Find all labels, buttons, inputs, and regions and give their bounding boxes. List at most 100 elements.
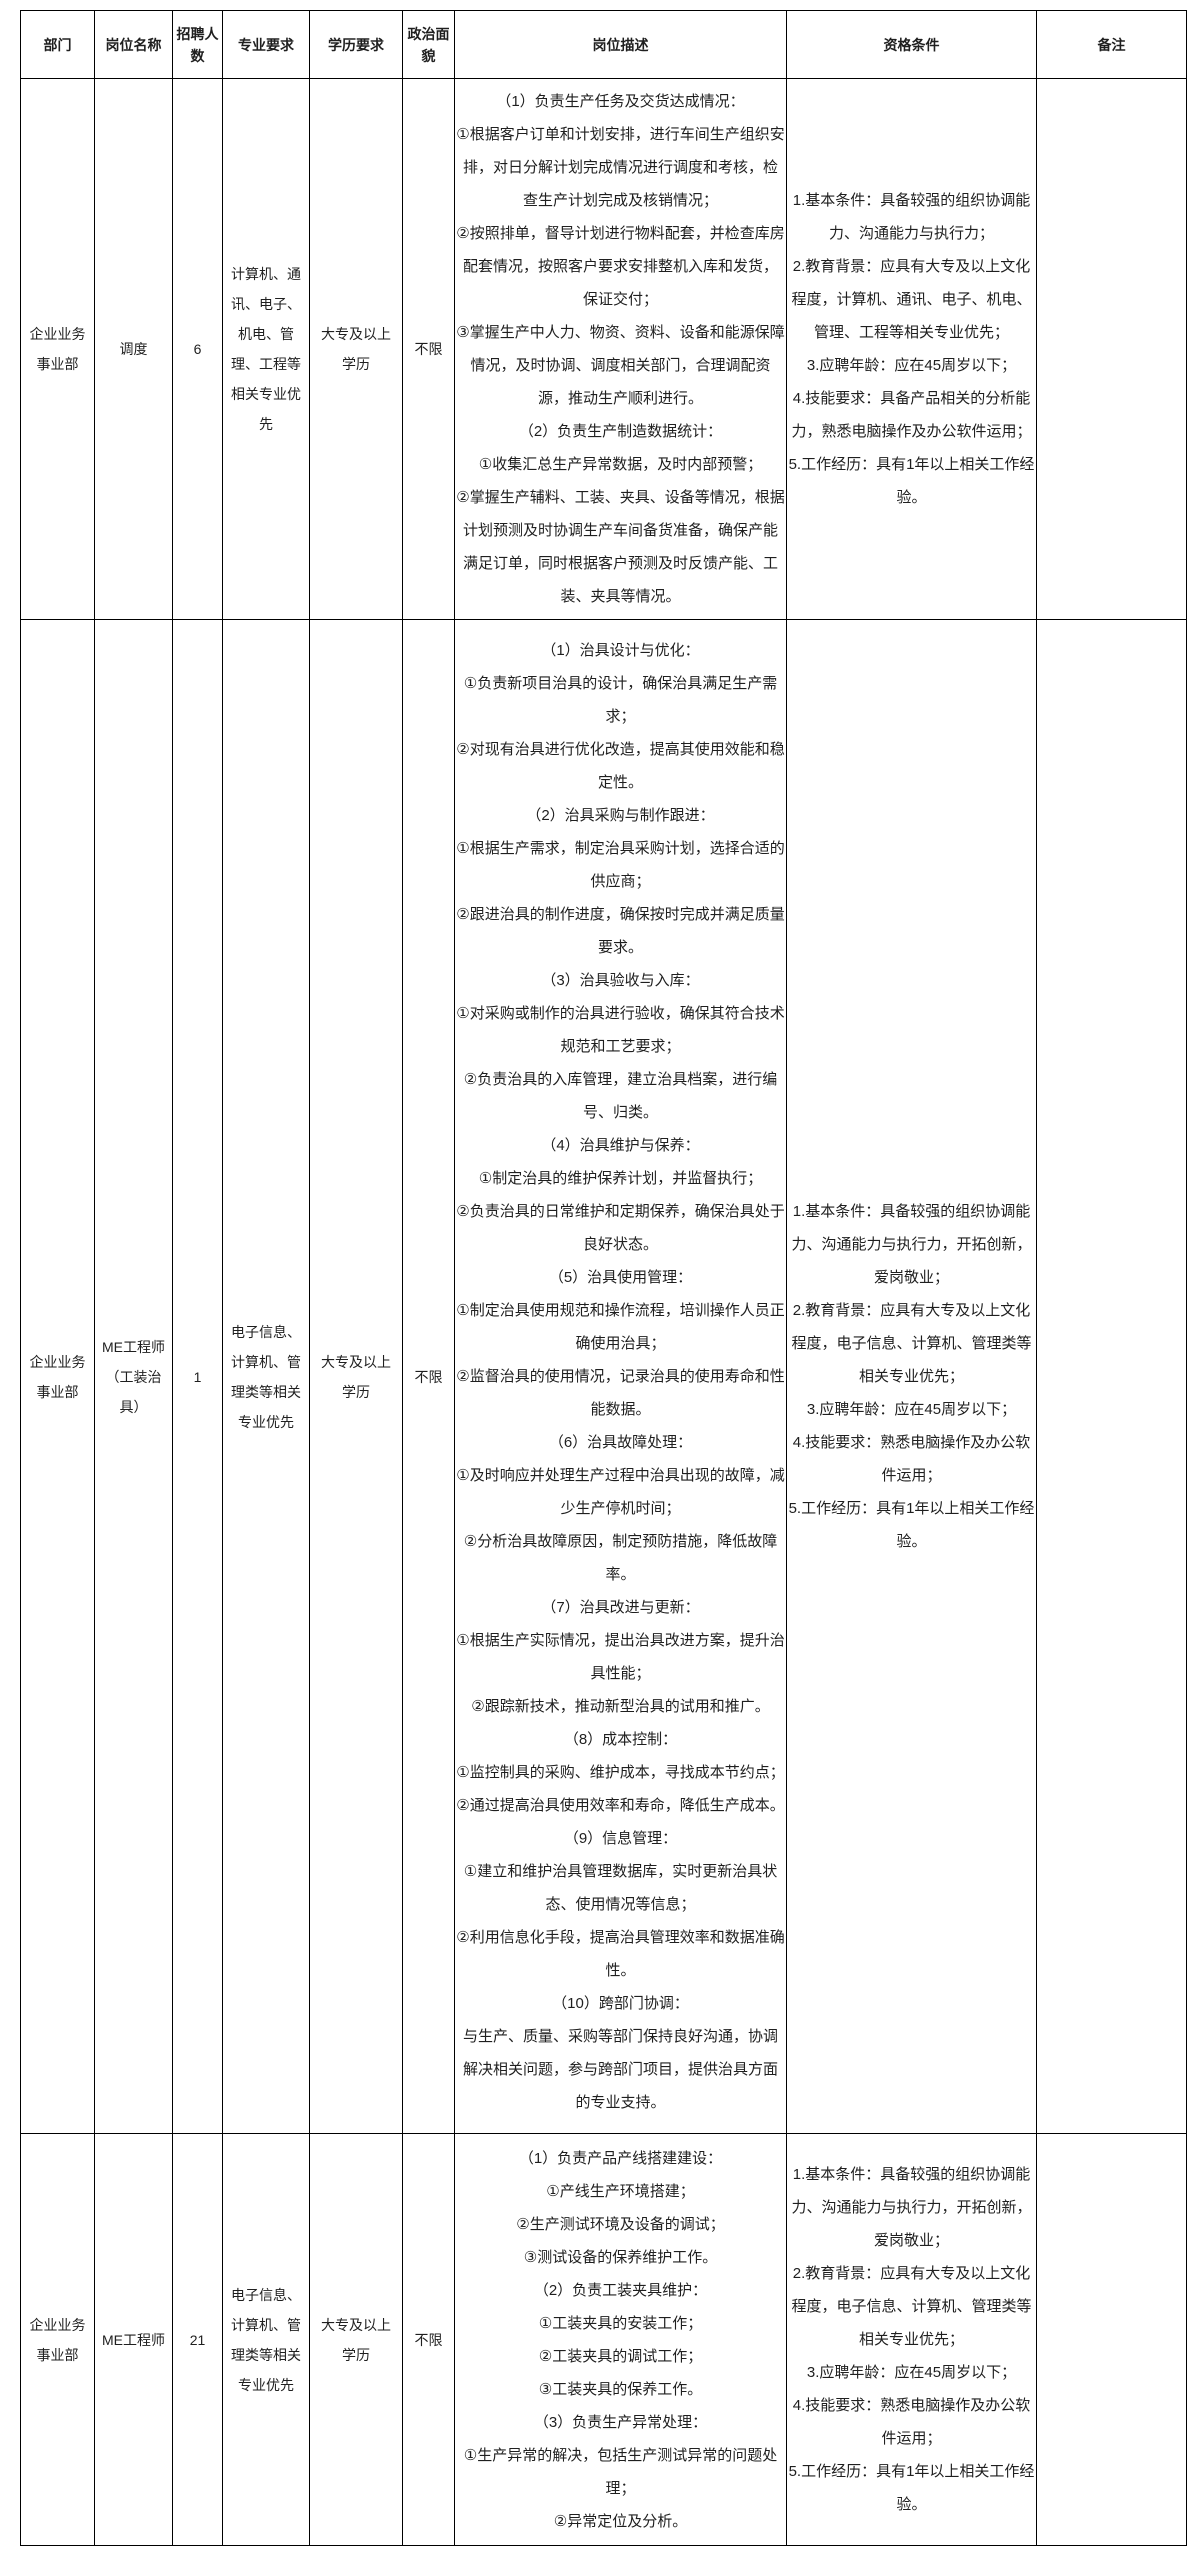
paragraph: 3.应聘年龄：应在45周岁以下； <box>806 1401 1017 1418</box>
paragraph: （8）成本控制： <box>563 1731 678 1748</box>
paragraph: ②监督治具的使用情况，记录治具的使用寿命和性能数据。 <box>456 1368 785 1418</box>
position-cell: ME工程师（工装治具） <box>94 619 173 2134</box>
paragraph: ②跟进治具的制作进度，确保按时完成并满足质量要求。 <box>456 906 785 956</box>
col-header-political-status: 政治面貌 <box>402 10 455 79</box>
paragraph: ②分析治具故障原因，制定预防措施，降低故障率。 <box>463 1533 778 1583</box>
remark-cell <box>1036 2133 1187 2546</box>
table-row-scheduler: 企业业务事业部 调度 6 计算机、通讯、电子、机电、管理、工程等相关专业优先 大… <box>20 78 1187 620</box>
col-header-position: 岗位名称 <box>94 10 173 79</box>
paragraph: ①根据客户订单和计划安排，进行车间生产组织安排，对日分解计划完成情况进行调度和考… <box>456 126 785 209</box>
paragraph: ①及时响应并处理生产过程中治具出现的故障，减少生产停机时间； <box>456 1467 785 1517</box>
paragraph: （10）跨部门协调： <box>552 1995 689 2012</box>
qualifications-cell: 1.基本条件：具备较强的组织协调能力、沟通能力与执行力，开拓创新，爱岗敬业； 2.… <box>786 619 1037 2134</box>
paragraph: 3.应聘年龄：应在45周岁以下； <box>806 2364 1017 2381</box>
paragraph: ②通过提高治具使用效率和寿命，降低生产成本。 <box>456 1797 785 1814</box>
major-cell: 电子信息、计算机、管理类等相关专业优先 <box>222 619 310 2134</box>
paragraph: ①监控制具的采购、维护成本，寻找成本节约点； <box>456 1764 785 1781</box>
paragraph: ②对现有治具进行优化改造，提高其使用效能和稳定性。 <box>456 741 785 791</box>
paragraph: （1）负责产品产线搭建建设： <box>518 2149 723 2167</box>
paragraph: ①根据生产需求，制定治具采购计划，选择合适的供应商； <box>456 840 785 890</box>
political-status-cell: 不限 <box>402 619 455 2134</box>
paragraph: ②利用信息化手段，提高治具管理效率和数据准确性。 <box>456 1929 785 1979</box>
paragraph: （3）负责生产异常处理： <box>533 2413 708 2431</box>
paragraph: 4.技能要求：熟悉电脑操作及办公软件运用； <box>792 2397 1031 2447</box>
headcount-cell: 1 <box>172 619 223 2134</box>
paragraph: ①收集汇总生产异常数据，及时内部预警； <box>478 456 763 473</box>
paragraph: 1.基本条件：具备较强的组织协调能力、沟通能力与执行力； <box>792 192 1031 242</box>
col-header-job-description: 岗位描述 <box>454 10 787 79</box>
paragraph: ③掌握生产中人力、物资、资料、设备和能源保障情况，及时协调、调度相关部门，合理调… <box>456 324 785 407</box>
col-header-department: 部门 <box>20 10 95 79</box>
table-row-me-engineer: 企业业务事业部 ME工程师 21 电子信息、计算机、管理类等相关专业优先 大专及… <box>20 2133 1187 2546</box>
department-cell: 企业业务事业部 <box>20 78 95 620</box>
col-header-headcount: 招聘人数 <box>172 10 223 79</box>
paragraph: ②异常定位及分析。 <box>553 2512 688 2530</box>
paragraph: 4.技能要求：具备产品相关的分析能力，熟悉电脑操作及办公软件运用； <box>791 390 1032 440</box>
department-cell: 企业业务事业部 <box>20 2133 95 2546</box>
paragraph: ①生产异常的解决，包括生产测试异常的问题处理； <box>463 2446 778 2497</box>
paragraph: （5）治具使用管理： <box>548 1269 693 1286</box>
paragraph: 与生产、质量、采购等部门保持良好沟通，协调解决相关问题，参与跨部门项目，提供治具… <box>462 2028 778 2111</box>
department-cell: 企业业务事业部 <box>20 619 95 2134</box>
paragraph: ①根据生产实际情况，提出治具改进方案，提升治具性能； <box>456 1632 785 1682</box>
paragraph: 1.基本条件：具备较强的组织协调能力、沟通能力与执行力，开拓创新，爱岗敬业； <box>791 2166 1032 2249</box>
table-row-me-engineer-fixture: 企业业务事业部 ME工程师（工装治具） 1 电子信息、计算机、管理类等相关专业优… <box>20 619 1187 2134</box>
paragraph: 5.工作经历：具有1年以上相关工作经验。 <box>788 2463 1035 2513</box>
paragraph: （4）治具维护与保养： <box>541 1137 700 1154</box>
paragraph: 2.教育背景：应具有大专及以上文化程度，电子信息、计算机、管理类等相关专业优先； <box>791 1302 1032 1385</box>
paragraph: ①产线生产环境搭建； <box>546 2182 695 2200</box>
headcount-cell: 21 <box>172 2133 223 2546</box>
paragraph: 2.教育背景：应具有大专及以上文化程度，电子信息、计算机、管理类等相关专业优先； <box>791 2265 1032 2348</box>
col-header-major: 专业要求 <box>222 10 310 79</box>
paragraph: ②工装夹具的调试工作； <box>538 2347 703 2365</box>
education-cell: 大专及以上学历 <box>309 78 403 620</box>
paragraph: ③工装夹具的保养工作。 <box>538 2380 703 2398</box>
paragraph: 1.基本条件：具备较强的组织协调能力、沟通能力与执行力，开拓创新，爱岗敬业； <box>791 1203 1032 1286</box>
political-status-cell: 不限 <box>402 2133 455 2546</box>
header-row: 部门 岗位名称 招聘人数 专业要求 学历要求 政治面貌 岗位描述 资格条件 备注 <box>20 10 1187 79</box>
job-description-cell: （1）负责产品产线搭建建设： ①产线生产环境搭建； ②生产测试环境及设备的调试； ③测… <box>454 2133 787 2546</box>
political-status-cell: 不限 <box>402 78 455 620</box>
job-description-cell: （1）治具设计与优化：①负责新项目治具的设计，确保治具满足生产需求；②对现有治具… <box>454 619 787 2134</box>
paragraph: ①制定治具使用规范和操作流程，培训操作人员正确使用治具； <box>456 1302 785 1352</box>
col-header-remark: 备注 <box>1036 10 1187 79</box>
paragraph: ②掌握生产辅料、工装、夹具、设备等情况，根据计划预测及时协调生产车间备货准备，确… <box>456 489 785 605</box>
recruitment-table: 部门 岗位名称 招聘人数 专业要求 学历要求 政治面貌 岗位描述 资格条件 备注… <box>20 10 1187 2546</box>
education-cell: 大专及以上学历 <box>309 2133 403 2546</box>
paragraph: （1）治具设计与优化： <box>541 642 700 659</box>
paragraph: ②负责治具的日常维护和定期保养，确保治具处于良好状态。 <box>456 1203 785 1253</box>
paragraph: ②负责治具的入库管理，建立治具档案，进行编号、归类。 <box>463 1071 778 1121</box>
paragraph: （3）治具验收与入库： <box>541 972 700 989</box>
col-header-education: 学历要求 <box>309 10 403 79</box>
remark-cell <box>1036 619 1187 2134</box>
paragraph: （2）负责工装夹具维护： <box>533 2281 708 2299</box>
paragraph: （2）治具采购与制作跟进： <box>526 807 715 824</box>
paragraph: ②跟踪新技术，推动新型治具的试用和推广。 <box>471 1698 770 1715</box>
qualifications-cell: 1.基本条件：具备较强的组织协调能力、沟通能力与执行力，开拓创新，爱岗敬业； 2.… <box>786 2133 1037 2546</box>
paragraph: ①制定治具的维护保养计划，并监督执行； <box>478 1170 763 1187</box>
paragraph: ①建立和维护治具管理数据库，实时更新治具状态、使用情况等信息； <box>463 1863 778 1913</box>
paragraph: 3.应聘年龄：应在45周岁以下； <box>806 357 1017 374</box>
job-description-cell: （1）负责生产任务及交货达成情况：①根据客户订单和计划安排，进行车间生产组织安排… <box>454 78 787 620</box>
paragraph: ①工装夹具的安装工作； <box>538 2314 703 2332</box>
headcount-cell: 6 <box>172 78 223 620</box>
paragraph: 5.工作经历：具有1年以上相关工作经验。 <box>788 1500 1035 1550</box>
col-header-qualifications: 资格条件 <box>786 10 1037 79</box>
education-cell: 大专及以上学历 <box>309 619 403 2134</box>
paragraph: （2）负责生产制造数据统计： <box>518 423 723 440</box>
paragraph: （6）治具故障处理： <box>548 1434 693 1451</box>
remark-cell <box>1036 78 1187 620</box>
paragraph: ①对采购或制作的治具进行验收，确保其符合技术规范和工艺要求； <box>456 1005 785 1055</box>
paragraph: 5.工作经历：具有1年以上相关工作经验。 <box>788 456 1035 506</box>
position-cell: 调度 <box>94 78 173 620</box>
paragraph: （9）信息管理： <box>563 1830 678 1847</box>
paragraph: ③测试设备的保养维护工作。 <box>523 2248 718 2266</box>
major-cell: 电子信息、计算机、管理类等相关专业优先 <box>222 2133 310 2546</box>
paragraph: 4.技能要求：熟悉电脑操作及办公软件运用； <box>792 1434 1031 1484</box>
position-cell: ME工程师 <box>94 2133 173 2546</box>
paragraph: ②生产测试环境及设备的调试； <box>516 2215 725 2233</box>
paragraph: （7）治具改进与更新： <box>541 1599 700 1616</box>
paragraph: ②按照排单，督导计划进行物料配套，并检查库房配套情况，按照客户要求安排整机入库和… <box>456 225 785 308</box>
paragraph: 2.教育背景：应具有大专及以上文化程度，计算机、通讯、电子、机电、管理、工程等相… <box>791 258 1032 341</box>
